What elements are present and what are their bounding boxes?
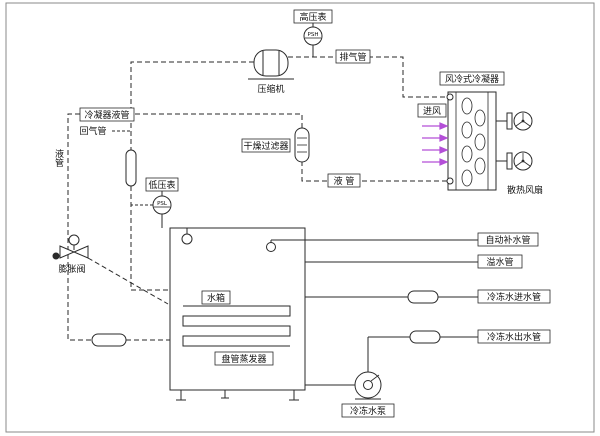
water-piping: 自动补水管 溢水管 冷冻水进水管 冷冻水出水管 <box>305 232 551 344</box>
compressor-label: 压缩机 <box>257 83 284 95</box>
low-pressure-gauge: 低压表 PSL <box>131 177 179 228</box>
liquid-pipe-label: 液 管 <box>334 175 355 187</box>
sight-glass-icon <box>125 149 137 187</box>
air-cooled-condenser: 风冷式冷凝器 <box>439 71 505 191</box>
cooling-fan-icon <box>496 151 533 171</box>
air-in-group: 进风 <box>417 103 449 166</box>
expansion-valve-label: 膨胀阀 <box>58 263 85 275</box>
condenser-label: 风冷式冷凝器 <box>445 73 499 85</box>
chilled-water-pump: 冷冻水泵 <box>305 337 395 418</box>
high-pressure-gauge: 高压表 PSH <box>293 9 333 57</box>
valve-bulb-icon <box>52 252 60 260</box>
compressor: 压缩机 <box>248 49 294 95</box>
psh-tag: PSH <box>308 32 319 38</box>
water-tank-label: 水箱 <box>207 292 225 304</box>
psl-tag: PSL <box>157 201 168 207</box>
water-tank: 水箱 盘管蒸发器 <box>169 227 306 401</box>
chilled-water-pump-label: 冷冻水泵 <box>350 405 386 417</box>
pipe-fitting-icon <box>407 290 439 304</box>
condenser-liquid-pipe-line <box>134 113 303 128</box>
float-valve-icon <box>181 233 193 245</box>
low-pressure-gauge-label: 低压表 <box>148 179 175 191</box>
condenser-outlet-port <box>446 177 454 185</box>
cooling-fans: 散热风扇 <box>496 111 543 196</box>
expansion-valve-icon <box>59 245 76 259</box>
liquid-pipe-label-group: 液 管 <box>327 173 361 188</box>
evaporator-coil <box>182 305 291 347</box>
liquid-pipe-vertical-label: 液管 <box>53 148 64 167</box>
high-pressure-gauge-label: 高压表 <box>299 11 326 23</box>
pipe-fitting-icon <box>91 333 127 347</box>
return-gas-pipe-line <box>130 61 254 150</box>
float-valve-icon <box>266 242 276 252</box>
cooling-fan-label: 散热风扇 <box>507 184 543 196</box>
condenser-liquid-pipe-label-group: 冷凝器液管 <box>79 107 135 122</box>
overflow-label: 溢水管 <box>486 256 513 268</box>
exhaust-pipe-label: 排气管 <box>339 51 366 63</box>
compressor-body-icon <box>253 49 289 77</box>
filter-drier: 干燥过滤器 <box>241 127 310 163</box>
coil-evaporator-label: 盘管蒸发器 <box>221 353 266 365</box>
return-gas-pipe-line-lower <box>130 186 170 291</box>
condenser-inlet-port <box>446 93 454 101</box>
expansion-outlet-pipe <box>87 257 169 305</box>
air-in-label: 进风 <box>423 106 441 117</box>
tank-legs <box>176 390 299 401</box>
condenser-liquid-out-pipe <box>301 162 447 182</box>
liquid-downcomer-pipe <box>67 113 92 341</box>
condenser-liquid-pipe-label: 冷凝器液管 <box>84 109 129 121</box>
water-tank-body <box>169 227 306 391</box>
cooling-fan-icon <box>496 111 533 131</box>
filter-drier-label: 干燥过滤器 <box>243 140 288 152</box>
airflow-arrow-icon <box>422 122 449 166</box>
return-gas-pipe-label: 回气管 <box>79 125 106 137</box>
return-gas-pipe-label-group: 回气管 <box>79 125 131 137</box>
pipe-fitting-icon <box>409 330 441 344</box>
chilled-water-inlet-label: 冷冻水进水管 <box>487 291 541 303</box>
expansion-valve: 膨胀阀 <box>52 234 89 275</box>
exhaust-pipe-label-group: 排气管 <box>335 49 371 64</box>
auto-water-supply-label: 自动补水管 <box>485 234 530 246</box>
chilled-water-outlet-label: 冷冻水出水管 <box>487 331 541 343</box>
